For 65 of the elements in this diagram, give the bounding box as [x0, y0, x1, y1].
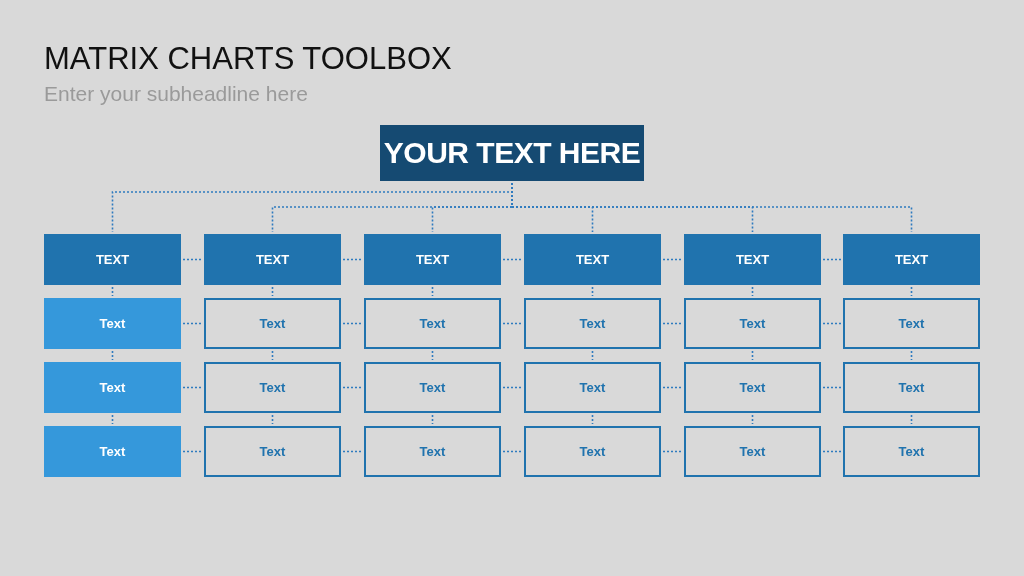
dotted-connector [502, 322, 523, 325]
outlined-box: Text [684, 426, 821, 477]
dotted-connector [182, 386, 203, 389]
dotted-connector [502, 258, 523, 261]
dotted-connector [822, 386, 842, 389]
outlined-box: Text [204, 362, 341, 413]
dotted-connector [502, 386, 523, 389]
header-box: TEXT [524, 234, 661, 285]
dotted-connector [662, 450, 683, 453]
outlined-box: Text [843, 362, 980, 413]
subheadline: Enter your subheadline here [44, 81, 308, 107]
dotted-connector [182, 258, 203, 261]
outlined-box: Text [204, 298, 341, 349]
dotted-connector [111, 286, 114, 297]
dotted-connector [751, 286, 754, 297]
page-title: MATRIX CHARTS TOOLBOX [44, 40, 452, 78]
dotted-connector [662, 258, 683, 261]
dotted-connector [822, 450, 842, 453]
dotted-connector [271, 350, 274, 361]
outlined-box: Text [843, 298, 980, 349]
header-box: TEXT [843, 234, 980, 285]
dotted-connector [182, 450, 203, 453]
header-box: TEXT [204, 234, 341, 285]
dotted-connector [910, 350, 913, 361]
dotted-connector [431, 350, 434, 361]
header-box: TEXT [44, 234, 181, 285]
outlined-box: Text [204, 426, 341, 477]
dotted-connector [111, 414, 114, 425]
heading-box: YOUR TEXT HERE [380, 125, 644, 181]
dotted-connector [342, 386, 363, 389]
dotted-connector [751, 350, 754, 361]
dotted-connector [662, 322, 683, 325]
outlined-box: Text [684, 298, 821, 349]
dotted-connector [502, 450, 523, 453]
header-box: TEXT [364, 234, 501, 285]
header-box: TEXT [684, 234, 821, 285]
dotted-connector [342, 450, 363, 453]
outlined-box: Text [364, 426, 501, 477]
dotted-connector [111, 350, 114, 361]
dotted-connector [431, 286, 434, 297]
filled-box: Text [44, 426, 181, 477]
dotted-connector [342, 322, 363, 325]
dotted-connector [822, 258, 842, 261]
outlined-box: Text [843, 426, 980, 477]
dotted-connector [751, 414, 754, 425]
outlined-box: Text [364, 362, 501, 413]
dotted-connector [182, 322, 203, 325]
dotted-connector [271, 286, 274, 297]
dotted-connector [910, 286, 913, 297]
dotted-connector [822, 322, 842, 325]
dotted-connector [910, 414, 913, 425]
filled-box: Text [44, 362, 181, 413]
filled-box: Text [44, 298, 181, 349]
dotted-connector [591, 414, 594, 425]
outlined-box: Text [524, 298, 661, 349]
outlined-box: Text [684, 362, 821, 413]
dotted-connector [662, 386, 683, 389]
dotted-connector [271, 414, 274, 425]
dotted-connector [431, 414, 434, 425]
outlined-box: Text [524, 426, 661, 477]
outlined-box: Text [524, 362, 661, 413]
dotted-connector [591, 350, 594, 361]
dotted-connector [342, 258, 363, 261]
outlined-box: Text [364, 298, 501, 349]
dotted-connector [591, 286, 594, 297]
